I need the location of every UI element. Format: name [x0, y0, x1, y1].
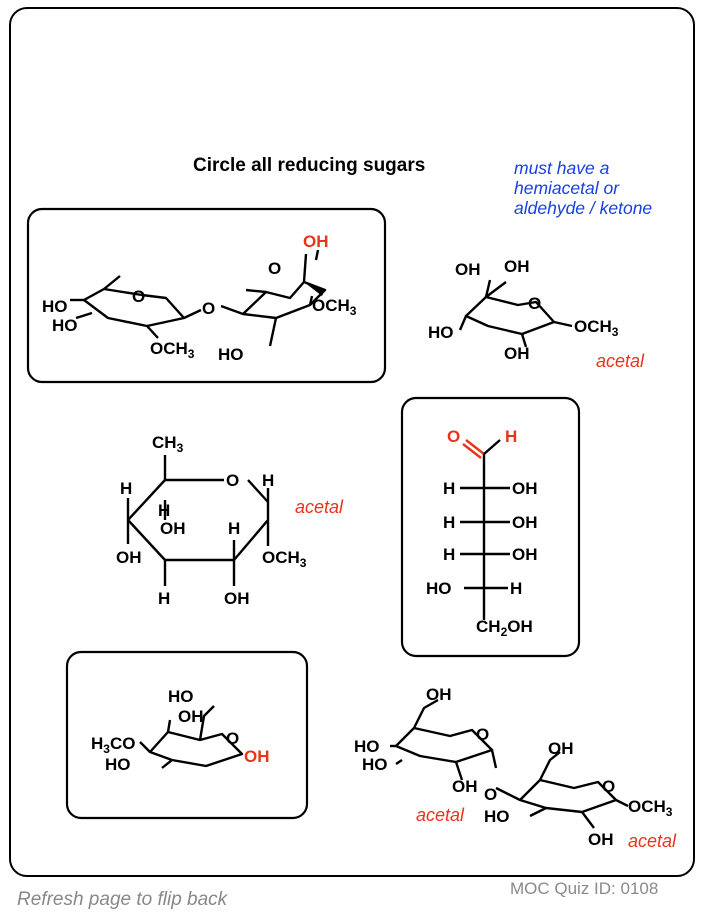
methoxy-label: H3CO	[91, 734, 135, 756]
hint-line: hemiacetal or	[514, 178, 620, 198]
ring-oxygen: O	[132, 287, 145, 306]
hydroxyl-label: HO	[168, 687, 194, 706]
acetal-label: acetal	[416, 805, 465, 825]
hydroxyl-label: OH	[452, 777, 478, 796]
fischer-left: H	[443, 479, 455, 498]
ring-oxygen: O	[602, 777, 615, 796]
hint-text: must have a hemiacetal or aldehyde / ket…	[514, 158, 652, 218]
hydrogen-label: H	[158, 589, 170, 608]
refresh-hint: Refresh page to flip back	[17, 889, 228, 910]
structure-chair-glycoside: CH3 O H H H OH H OH OCH3 H OH	[116, 433, 307, 608]
methoxy-label: OCH3	[150, 339, 195, 361]
hydroxyl-label: OH	[548, 739, 574, 758]
fischer-right: OH	[512, 479, 538, 498]
hydroxyl-label: OH	[224, 589, 250, 608]
page-title: Circle all reducing sugars	[193, 155, 426, 176]
aldehyde-hydrogen: H	[505, 427, 517, 446]
methoxy-label: OCH3	[262, 548, 307, 570]
box-disaccharide	[26, 207, 387, 384]
hydroxyl-label: HO	[354, 737, 380, 756]
ring-oxygen: O	[268, 259, 281, 278]
box-methyl-sugar	[65, 650, 309, 820]
hydroxyl-label: HO	[42, 297, 68, 316]
hydroxyl-label: OH	[455, 260, 481, 279]
hydroxymethyl-label: CH2OH	[476, 617, 533, 639]
fischer-left: H	[443, 513, 455, 532]
ring-oxygen: O	[226, 471, 239, 490]
anomeric-hydroxyl: OH	[303, 232, 329, 251]
hydroxyl-label: HO	[428, 323, 454, 342]
hydroxyl-label: HO	[484, 807, 510, 826]
hydroxyl-label: OH	[504, 344, 530, 363]
structure-methyl-glycoside-1: OH OH O OCH3 HO OH	[428, 257, 619, 363]
acetal-label: acetal	[295, 497, 344, 517]
methoxy-label: OCH3	[628, 797, 673, 819]
hydrogen-label: H	[262, 471, 274, 490]
structure-fischer-aldose: O H H OH H OH H OH HO H CH2OH	[426, 427, 538, 639]
quiz-card	[9, 7, 695, 877]
hint-line: aldehyde / ketone	[514, 198, 653, 218]
anomeric-hydroxyl: OH	[244, 747, 270, 766]
fischer-right: OH	[512, 513, 538, 532]
methyl-label: CH3	[152, 433, 184, 455]
hydroxyl-label: OH	[116, 548, 142, 567]
hydroxyl-label: OH	[178, 707, 204, 726]
structure-methylated-hemiacetal: HO OH H3CO HO O OH	[91, 687, 270, 774]
fischer-left: HO	[426, 579, 452, 598]
hydrogen-label: H	[228, 519, 240, 538]
box-fischer	[400, 396, 581, 658]
hydrogen-label: H	[158, 501, 170, 520]
ring-oxygen: O	[226, 729, 239, 748]
ring-oxygen: O	[528, 294, 541, 313]
acetal-label: acetal	[596, 351, 645, 371]
fischer-right: H	[510, 579, 522, 598]
fischer-left: H	[443, 545, 455, 564]
hydrogen-label: H	[120, 479, 132, 498]
glycosidic-oxygen: O	[484, 785, 497, 804]
hydroxyl-label: OH	[588, 830, 614, 849]
structure-disaccharide: O O O OH OCH3 HO HO OCH3 HO	[42, 232, 357, 364]
acetal-label: acetal	[628, 831, 677, 851]
methoxy-label: OCH3	[312, 296, 357, 318]
quiz-id: MOC Quiz ID: 0108	[510, 879, 659, 898]
aldehyde-oxygen: O	[447, 427, 460, 446]
hydroxyl-label: OH	[160, 519, 186, 538]
structure-methyl-disaccharide: OH HO HO O OH O OH O HO OCH3 OH	[354, 685, 673, 849]
hint-line: must have a	[514, 158, 610, 178]
hydroxyl-label: OH	[426, 685, 452, 704]
hydroxyl-label: HO	[218, 345, 244, 364]
hydroxyl-label: HO	[362, 755, 388, 774]
methoxy-label: OCH3	[574, 317, 619, 339]
ring-oxygen: O	[476, 725, 489, 744]
glycosidic-oxygen: O	[202, 299, 215, 318]
fischer-right: OH	[512, 545, 538, 564]
hydroxyl-label: HO	[52, 316, 78, 335]
hydroxyl-label: OH	[504, 257, 530, 276]
hydroxyl-label: HO	[105, 755, 131, 774]
